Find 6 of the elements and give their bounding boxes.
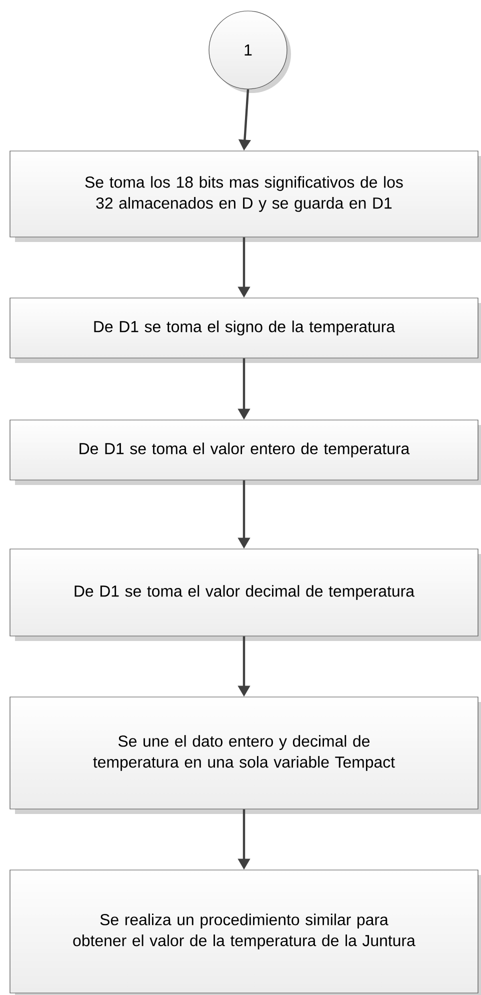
process-box: De D1 se toma el valor decimal de temperatura (10, 548, 478, 636)
process-box: Se une el dato entero y decimal de temperatura en una sola variable Tempact (10, 696, 478, 810)
process-box: De D1 se toma el valor entero de temperatura (10, 420, 478, 480)
process-box: De D1 se toma el signo de la temperatura (10, 298, 478, 358)
process-box: Se realiza un procedimiento similar para obtener el valor de la temperatura de la Juntura (10, 870, 478, 994)
process-box: Se toma los 18 bits mas significativos de los 32 almacenados en D y se guarda en D1 (10, 150, 478, 238)
